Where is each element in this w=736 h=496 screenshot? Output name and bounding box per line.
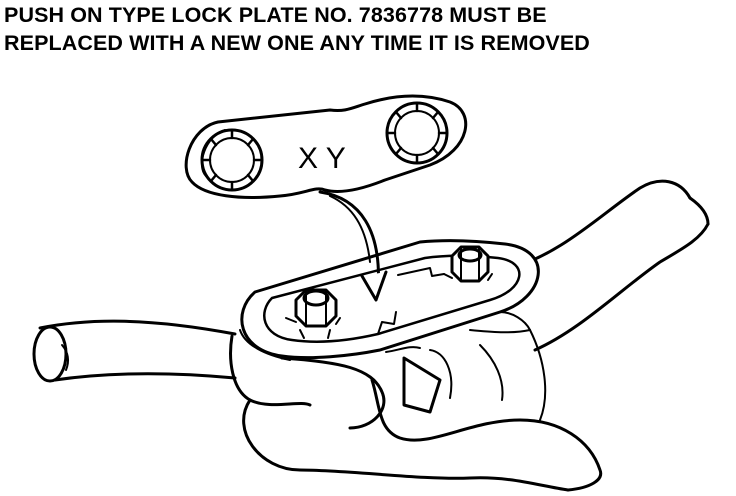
caption-line-1: PUSH ON TYPE LOCK PLATE NO. 7836778 MUST… [4,3,547,27]
hex-nut-left [285,288,341,339]
star-washer-left [200,128,264,192]
mounting-body [229,329,603,492]
hex-nut-right [443,245,493,283]
caption-line-2: REPLACED WITH A NEW ONE ANY TIME IT IS R… [4,31,590,55]
brake-tube-right [508,179,710,352]
install-arrow [318,190,388,302]
brake-tube-left [32,319,237,383]
star-washer-right [385,101,449,165]
mounted-lock-plate [239,239,540,361]
plate-marking: X Y [298,142,346,175]
